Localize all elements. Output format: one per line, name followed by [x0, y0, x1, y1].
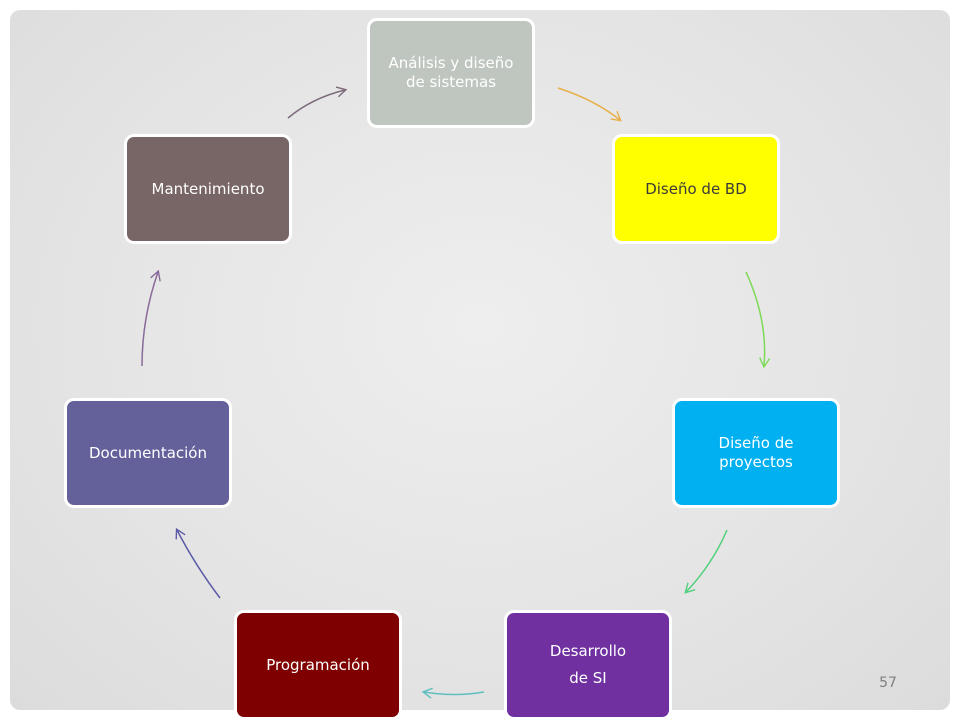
node-diseno-bd: Diseño de BD [612, 134, 780, 244]
node-programacion: Programación [234, 610, 402, 720]
page-number: 57 [879, 675, 897, 691]
node-mantenimiento-line-1: Mantenimiento [151, 179, 265, 198]
node-documentacion-line-1: Documentación [88, 443, 207, 462]
node-bd-line-1: Diseño de BD [645, 179, 747, 198]
node-programacion-line-1: Programación [266, 655, 370, 674]
node-desarrollo-line-2: de SI [569, 669, 607, 687]
node-diseno-proyectos: Diseño de proyectos [672, 398, 840, 508]
node-mantenimiento: Mantenimiento [124, 134, 292, 244]
arrow-bd-to-proyectos [745, 271, 771, 369]
arrow-analisis-to-bd [557, 87, 622, 122]
arrow-mantenimiento-to-analisis [287, 86, 348, 119]
arrow-documentacion-to-mantenimiento [141, 269, 161, 367]
arrow-programacion-to-documentacion [175, 527, 221, 599]
arrow-desarrollo-to-programacion [421, 687, 485, 699]
node-desarrollo-si: Desarrollo de SI [504, 610, 672, 720]
node-analisis-line-1: Análisis y diseño [388, 54, 514, 73]
node-analisis-diseno-sistemas: Análisis y diseño de sistemas [367, 18, 535, 128]
arrow-proyectos-to-desarrollo [684, 529, 728, 594]
node-documentacion: Documentación [64, 398, 232, 508]
node-proyectos-line-2: proyectos [719, 453, 793, 471]
node-proyectos-line-1: Diseño de [718, 434, 794, 453]
node-desarrollo-line-1: Desarrollo [549, 642, 627, 661]
node-analisis-line-2: de sistemas [405, 73, 497, 91]
